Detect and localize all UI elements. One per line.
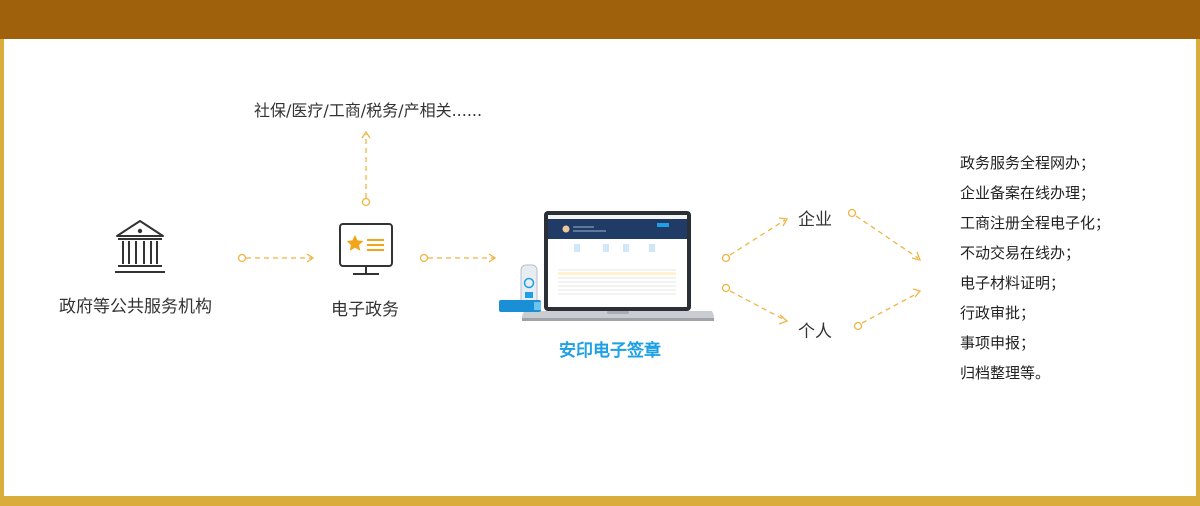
service-item: 事项申报； [960,334,1036,352]
service-item: 工商注册全程电子化； [960,214,1111,232]
product-label: 安印电子签章 [559,341,661,361]
personal-label: 个人 [798,322,832,342]
top-bar [0,0,1200,39]
monitor-star-icon [339,223,393,275]
sector-list-label: 社保/医疗/工商/税务/产相关...... [254,101,483,120]
service-item: 不动交易在线办； [960,244,1081,262]
service-item: 归档整理等。 [960,364,1051,382]
service-item: 政务服务全程网办； [960,154,1096,172]
egov-label: 电子政务 [331,300,399,320]
service-list: 政务服务全程网办； 企业备案在线办理； 工商注册全程电子化； 不动交易在线办； … [960,148,1110,388]
gov-institution-label: 政府等公共服务机构 [59,297,212,317]
government-building-icon [115,220,165,273]
service-item: 电子材料证明； [960,274,1066,292]
service-item: 行政审批； [960,304,1036,322]
service-item: 企业备案在线办理； [960,184,1096,202]
laptop-usb-key-icon [499,211,714,321]
enterprise-label: 企业 [798,210,832,230]
